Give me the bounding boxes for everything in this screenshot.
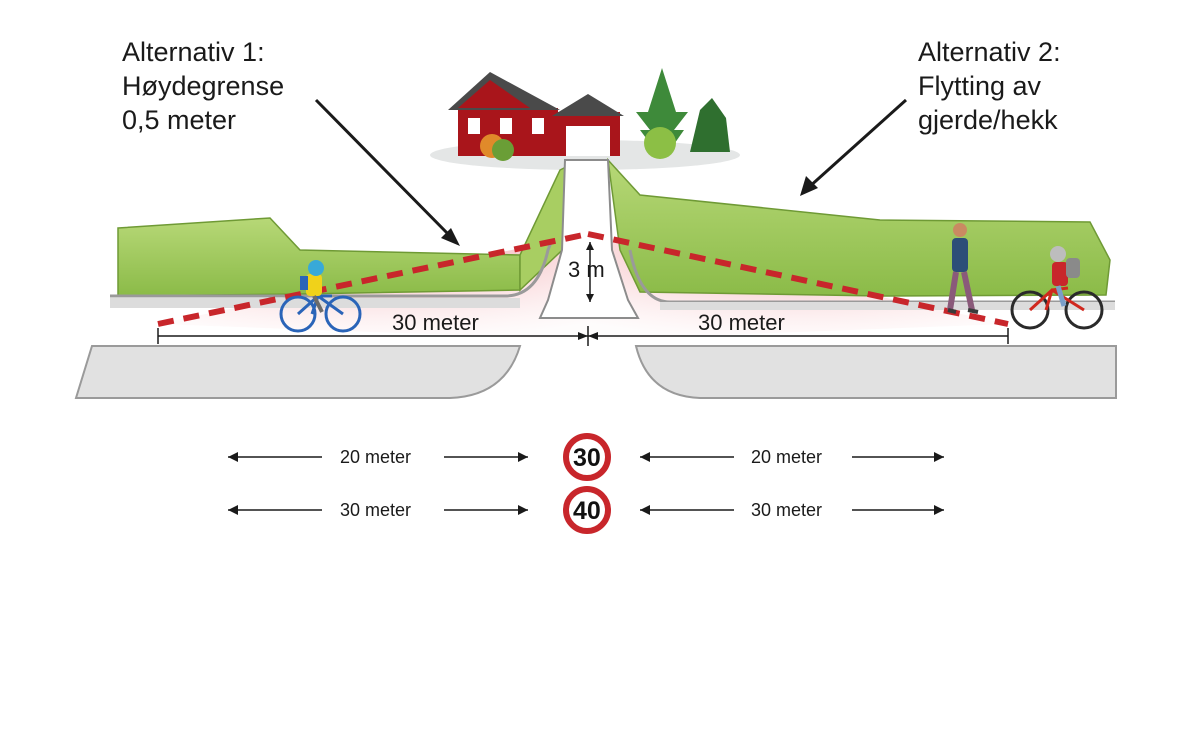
sidewalk-lower-right bbox=[634, 345, 1117, 399]
alternative-2-callout: Alternativ 2: Flytting av gjerde/hekk bbox=[800, 37, 1061, 196]
alternative-1-title: Alternativ 1: bbox=[122, 37, 265, 67]
hedge-left bbox=[117, 163, 576, 297]
sightline-left bbox=[157, 231, 589, 327]
sidewalk-edge-left bbox=[110, 239, 554, 298]
alternative-2-title: Alternativ 2: bbox=[918, 37, 1061, 67]
speed-40-right-distance: 30 meter bbox=[751, 500, 822, 520]
house-cluster bbox=[430, 68, 740, 170]
alternative-1-line3: 0,5 meter bbox=[122, 105, 236, 135]
sightline-right bbox=[587, 231, 1009, 327]
sidewalk-edge-right bbox=[628, 249, 1115, 304]
arrow-head bbox=[441, 228, 460, 246]
alternative-1-line2: Høydegrense bbox=[122, 71, 284, 101]
alternative-2-line2: Flytting av bbox=[918, 71, 1042, 101]
speed-row-30: 20 meter 30 20 meter bbox=[228, 433, 944, 481]
arrow-head bbox=[800, 176, 818, 196]
hedge-right bbox=[606, 157, 1111, 297]
height-marker: 3 m bbox=[568, 242, 605, 302]
tree-icon bbox=[636, 68, 730, 159]
speed-30-left-distance: 20 meter bbox=[340, 447, 411, 467]
garage-icon bbox=[552, 94, 624, 156]
cyclist-right-icon bbox=[1010, 246, 1104, 330]
sight-distance-right-label: 30 meter bbox=[698, 310, 785, 335]
speed-30-right-distance: 20 meter bbox=[751, 447, 822, 467]
cyclist-left-icon bbox=[279, 260, 362, 333]
sight-distance-left-label: 30 meter bbox=[392, 310, 479, 335]
driveway bbox=[538, 159, 640, 319]
speed-sign-30-icon: 30 bbox=[563, 433, 611, 481]
speed-40-left-distance: 30 meter bbox=[340, 500, 411, 520]
height-label: 3 m bbox=[568, 257, 605, 282]
speed-row-40: 30 meter 40 30 meter bbox=[228, 486, 944, 534]
alternative-1-callout: Alternativ 1: Høydegrense 0,5 meter bbox=[122, 37, 460, 246]
speed-sign-40-value: 40 bbox=[573, 497, 601, 525]
pedestrian-icon bbox=[947, 223, 979, 314]
speed-sign-40-icon: 40 bbox=[563, 486, 611, 534]
speed-sign-30-value: 30 bbox=[573, 444, 601, 472]
house-icon bbox=[448, 72, 560, 161]
sidewalk-lower-left bbox=[74, 345, 522, 399]
alternative-2-line3: gjerde/hekk bbox=[918, 105, 1058, 135]
sight-distance-dimension: 30 meter 30 meter bbox=[157, 310, 1009, 346]
